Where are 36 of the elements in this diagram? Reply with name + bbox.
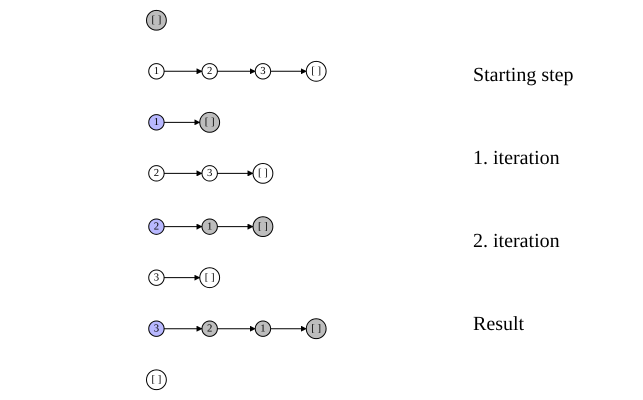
node-circle: 3 [148, 320, 165, 337]
node-circle: 1 [202, 218, 218, 235]
arrow [164, 119, 200, 126]
arrow [218, 326, 256, 332]
arrow [270, 68, 307, 74]
arrow [218, 170, 254, 176]
node-circle: 1 [148, 114, 165, 131]
arrow [270, 326, 307, 332]
step-label: Starting step [473, 64, 575, 87]
node-circle: [ ] [306, 60, 327, 82]
node-circle: 2 [202, 320, 218, 337]
node-circle: 3 [254, 63, 272, 80]
node-circle: [ ] [199, 267, 220, 288]
arrow [218, 68, 256, 74]
node-circle: 2 [148, 165, 165, 182]
node-circle: 2 [202, 63, 218, 80]
arrow [164, 274, 200, 281]
node-circle: 3 [148, 269, 165, 286]
step-label: 2. iteration [473, 230, 561, 253]
node-circle: 3 [202, 165, 218, 182]
node-circle: [ ] [252, 162, 274, 184]
arrow [164, 170, 202, 176]
node-circle: 1 [254, 320, 272, 337]
arrow [218, 224, 254, 230]
node-circle: [ ] [146, 10, 168, 31]
step-label: 1. iteration [473, 147, 561, 170]
arrow [164, 224, 202, 230]
step-label: Result [473, 313, 526, 336]
arrow [164, 68, 202, 74]
node-circle: 1 [148, 63, 165, 80]
node-circle: [ ] [306, 318, 327, 340]
node-circle: 2 [148, 218, 165, 235]
node-circle: [ ] [252, 216, 274, 238]
arrow [164, 326, 202, 332]
node-circle: [ ] [199, 112, 220, 133]
node-circle: [ ] [146, 369, 168, 390]
